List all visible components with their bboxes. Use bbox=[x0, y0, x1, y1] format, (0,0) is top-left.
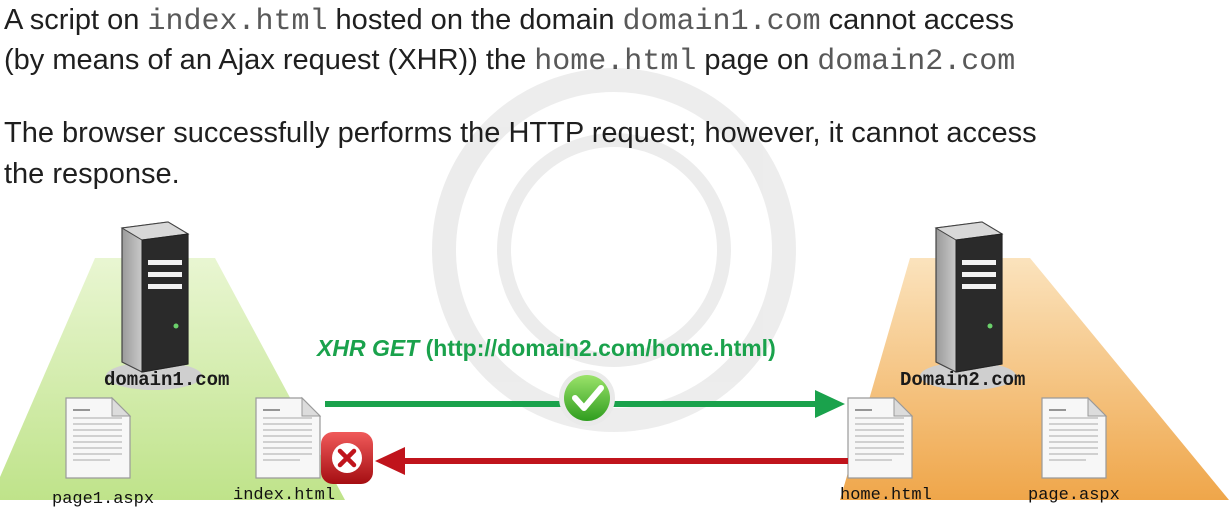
response-arrow bbox=[375, 447, 848, 475]
file-label-home: home.html bbox=[840, 486, 932, 505]
domain-name: domain2.com bbox=[817, 45, 1016, 79]
host-label-domain2: Domain2.com bbox=[900, 369, 1026, 391]
blocked-icon bbox=[321, 432, 373, 484]
document-icon-page bbox=[1041, 397, 1107, 479]
document-icon-home bbox=[847, 397, 913, 479]
explanation-line-2: the response. bbox=[4, 158, 180, 190]
text-segment: hosted on the domain bbox=[327, 4, 623, 36]
intro-line-1: A script on index.html hosted on the dom… bbox=[4, 2, 1014, 40]
document-icon-page1 bbox=[65, 397, 131, 479]
text-segment: cannot access bbox=[820, 4, 1015, 36]
request-label: XHR GET (http://domain2.com/home.html) bbox=[317, 335, 776, 362]
file-label-page: page.aspx bbox=[1028, 486, 1120, 505]
file-label-index: index.html bbox=[233, 486, 336, 505]
text-segment: (by means of an Ajax request (XHR)) the bbox=[4, 44, 535, 76]
success-icon bbox=[559, 370, 615, 426]
host-label-domain1: domain1.com bbox=[104, 369, 230, 391]
explanation-line-1: The browser successfully performs the HT… bbox=[4, 117, 1037, 149]
domain-name: domain1.com bbox=[622, 5, 821, 39]
filename-index: index.html bbox=[147, 5, 328, 39]
request-url: (http://domain2.com/home.html) bbox=[419, 335, 776, 361]
request-verb: XHR GET bbox=[317, 335, 420, 361]
filename-home: home.html bbox=[534, 45, 697, 79]
text-segment: A script on bbox=[4, 4, 148, 36]
document-icon-index bbox=[255, 397, 321, 479]
watermark bbox=[432, 68, 796, 432]
intro-line-2: (by means of an Ajax request (XHR)) the … bbox=[4, 42, 1015, 80]
text-segment: page on bbox=[696, 44, 818, 76]
file-label-page1: page1.aspx bbox=[52, 490, 155, 509]
